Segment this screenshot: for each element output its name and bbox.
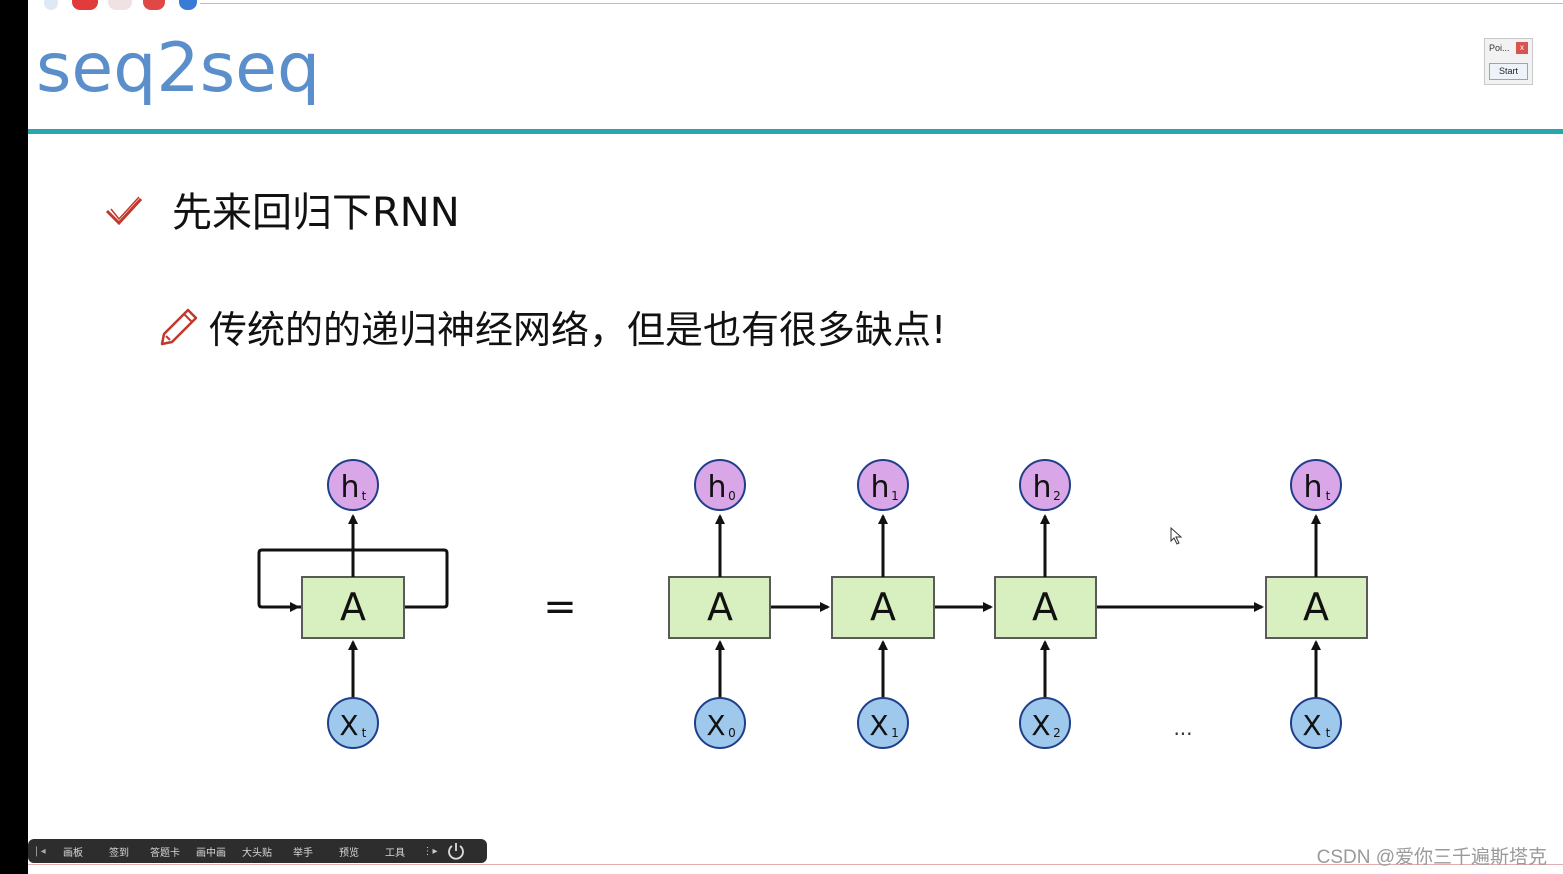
input-label: X (1031, 709, 1050, 742)
check-icon (105, 196, 143, 226)
input-label: X (869, 709, 888, 742)
input-sub: t (362, 726, 367, 740)
bullet-rnn-review: 先来回归下RNN (172, 190, 460, 236)
cell-label: A (707, 585, 733, 629)
title-rule (28, 129, 1563, 134)
input-node (857, 697, 909, 749)
hidden-state-node (1019, 459, 1071, 511)
hidden-state-node (694, 459, 746, 511)
poi-label: Poi... (1489, 43, 1510, 53)
start-button[interactable]: Start (1489, 63, 1528, 80)
toolbar-grip-icon[interactable]: ❘◂ (32, 845, 46, 857)
input-label: X (1302, 709, 1321, 742)
cell-box (1265, 576, 1368, 639)
slide-title: seq2seq (36, 29, 321, 108)
toolbar-item[interactable]: 画板 (63, 847, 83, 859)
unrolled-step: A h 2 X 2 (994, 459, 1097, 749)
input-sub: 1 (891, 726, 899, 740)
hidden-label: h (340, 470, 359, 505)
toolbar-item[interactable]: 答题卡 (150, 847, 180, 859)
unrolled-step: A h t X t (1265, 459, 1368, 749)
cell-label: A (1303, 585, 1329, 629)
ellipsis: ... (1173, 716, 1192, 740)
hidden-sub: 0 (728, 489, 736, 503)
unrolled-step: A h 0 X 0 (668, 459, 771, 749)
cell-label: A (1032, 585, 1058, 629)
top-divider (200, 3, 1563, 4)
unrolled-rnn: A h 0 X 0 A h 1 X 1 A (668, 459, 1368, 749)
toolbar-item[interactable]: 举手 (293, 847, 313, 859)
pencil-icon (160, 308, 198, 346)
input-label: X (706, 709, 725, 742)
app-icon[interactable] (44, 0, 58, 10)
cell-box (668, 576, 771, 639)
toolbar-item[interactable]: 画中画 (196, 847, 226, 859)
hidden-label: h (870, 470, 889, 505)
poi-widget: Poi... x Start (1484, 38, 1533, 85)
hidden-sub: 2 (1053, 489, 1061, 503)
csdn-watermark: CSDN @爱你三千遍斯塔克 (1316, 847, 1547, 868)
toolbar-collapse-icon[interactable]: ⋮▸ (422, 845, 438, 857)
hidden-sub: t (362, 489, 367, 503)
input-label: X (339, 709, 358, 742)
cell-label: A (870, 585, 896, 629)
hidden-label: h (707, 470, 726, 505)
equals-sign: = (543, 584, 577, 630)
hidden-state-node (857, 459, 909, 511)
input-sub: 2 (1053, 726, 1061, 740)
hidden-state-node (1290, 459, 1342, 511)
app-icon[interactable] (179, 0, 197, 10)
power-icon[interactable] (446, 841, 466, 861)
hidden-sub: t (1326, 489, 1331, 503)
left-black-bar (0, 0, 28, 874)
input-node (1019, 697, 1071, 749)
cell-box (301, 576, 405, 639)
toolbar-item[interactable]: 大头贴 (242, 847, 272, 859)
toolbar-item[interactable]: 签到 (109, 847, 129, 859)
mouse-cursor-icon (1170, 527, 1183, 545)
toolbar-item[interactable]: 工具 (385, 847, 405, 859)
hidden-label: h (1032, 470, 1051, 505)
rolled-rnn: A h t X t (257, 459, 449, 749)
app-icon[interactable] (72, 0, 98, 10)
hidden-state-node (327, 459, 379, 511)
cell-box (831, 576, 935, 639)
input-node (694, 697, 746, 749)
cell-box (994, 576, 1097, 639)
hidden-label: h (1303, 470, 1322, 505)
app-icon[interactable] (108, 0, 132, 10)
input-sub: 0 (728, 726, 736, 740)
bottom-divider (28, 864, 1563, 865)
toolbar-item[interactable]: 预览 (339, 847, 359, 859)
hidden-sub: 1 (891, 489, 899, 503)
presentation-toolbar: ❘◂ 画板 签到 答题卡 画中画 大头贴 举手 预览 工具 ⋮▸ (28, 839, 487, 863)
bullet-rnn-drawbacks: 传统的的递归神经网络，但是也有很多缺点! (209, 308, 947, 352)
input-node (1290, 697, 1342, 749)
input-node (327, 697, 379, 749)
unrolled-step: A h 1 X 1 (831, 459, 935, 749)
input-sub: t (1326, 726, 1331, 740)
app-icon[interactable] (143, 0, 165, 10)
cell-label: A (340, 585, 366, 629)
top-strip (28, 0, 1563, 10)
poi-close-button[interactable]: x (1516, 42, 1528, 54)
